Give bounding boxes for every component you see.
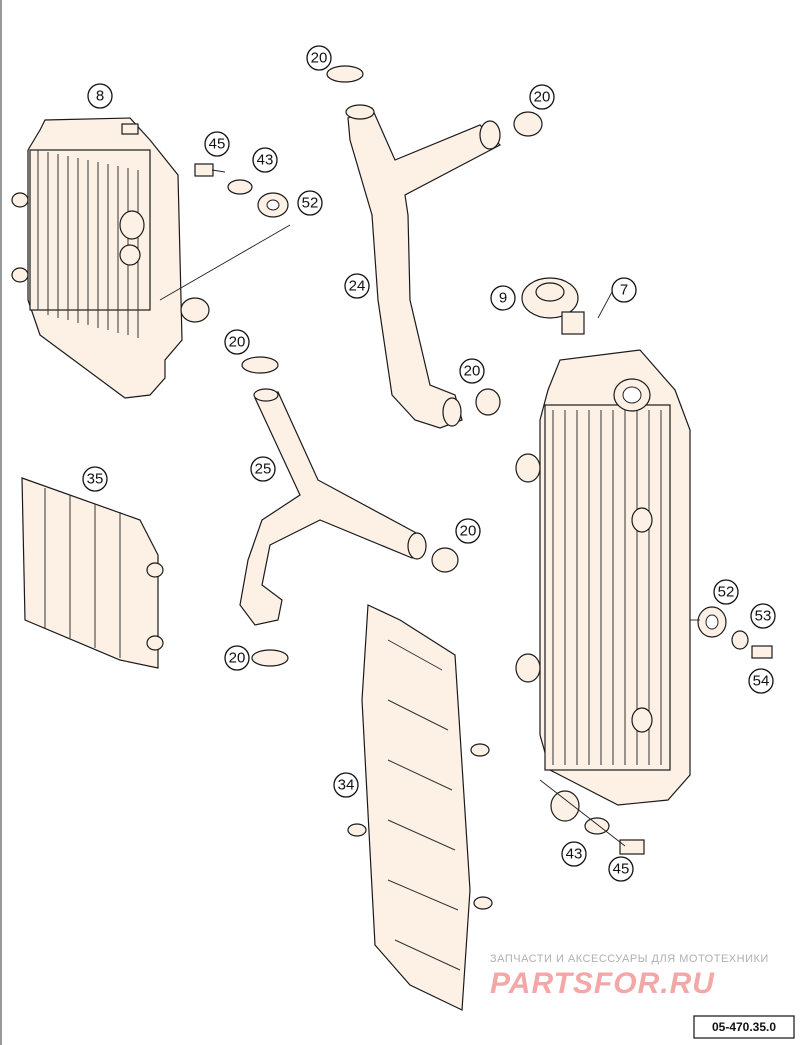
svg-text:45: 45: [209, 136, 226, 153]
callout-43-lower: 43: [561, 841, 587, 867]
callout-34: 34: [333, 772, 359, 798]
right-radiator-fasteners: [539, 291, 773, 855]
callout-52-upper: 52: [297, 190, 323, 216]
callout-53: 53: [750, 603, 776, 629]
callout-20-lower-left: 20: [224, 645, 250, 671]
callout-45-upper: 45: [204, 131, 230, 157]
left-radiator: [11, 117, 210, 399]
radiator-cap: [521, 277, 585, 335]
right-louver-guard: [347, 604, 493, 1011]
callout-54: 54: [748, 668, 774, 694]
callout-20-top-left: 20: [306, 45, 332, 71]
svg-text:20: 20: [311, 50, 328, 67]
svg-text:7: 7: [620, 282, 628, 299]
callout-7: 7: [611, 277, 637, 303]
callout-8: 8: [87, 83, 113, 109]
svg-text:34: 34: [338, 777, 355, 794]
svg-text:52: 52: [718, 584, 735, 601]
right-radiator: [515, 349, 691, 806]
callout-20-mid-right: 20: [459, 358, 485, 384]
svg-text:20: 20: [534, 89, 551, 106]
watermark-brand: PARTSFOR.RU: [490, 967, 715, 1000]
upper-hose: [345, 104, 502, 429]
callout-20-top-right: 20: [529, 84, 555, 110]
lower-hose: [239, 388, 459, 667]
svg-text:20: 20: [229, 334, 246, 351]
svg-text:25: 25: [255, 461, 272, 478]
svg-text:20: 20: [229, 650, 246, 667]
svg-text:52: 52: [302, 195, 319, 212]
svg-text:35: 35: [87, 471, 104, 488]
callout-35: 35: [82, 466, 108, 492]
callout-43-upper: 43: [252, 147, 278, 173]
left-louver-guard: [21, 477, 164, 669]
callout-20-lower-right: 20: [455, 518, 481, 544]
watermark-caption: ЗАПЧАСТИ И АКСЕССУАРЫ ДЛЯ МОТОТЕХНИКИ: [490, 953, 769, 965]
hose-clamps-upper: [241, 65, 543, 416]
svg-text:53: 53: [755, 608, 772, 625]
diagram-code-box: [693, 1015, 795, 1039]
callout-24: 24: [344, 273, 370, 299]
svg-text:43: 43: [257, 152, 274, 169]
svg-text:8: 8: [96, 88, 104, 105]
callout-52-lower: 52: [713, 579, 739, 605]
callout-9: 9: [490, 285, 516, 311]
svg-text:45: 45: [613, 861, 630, 878]
svg-text:54: 54: [753, 673, 770, 690]
svg-text:24: 24: [349, 278, 366, 295]
callout-20-mid-left: 20: [224, 329, 250, 355]
diagram-code: 05-470.35.0: [712, 1020, 776, 1034]
callout-25: 25: [250, 456, 276, 482]
left-radiator-fasteners: [159, 163, 291, 301]
svg-text:20: 20: [464, 363, 481, 380]
svg-text:9: 9: [499, 290, 507, 307]
callout-45-lower: 45: [608, 856, 634, 882]
svg-text:43: 43: [566, 846, 583, 863]
svg-text:20: 20: [460, 523, 477, 540]
